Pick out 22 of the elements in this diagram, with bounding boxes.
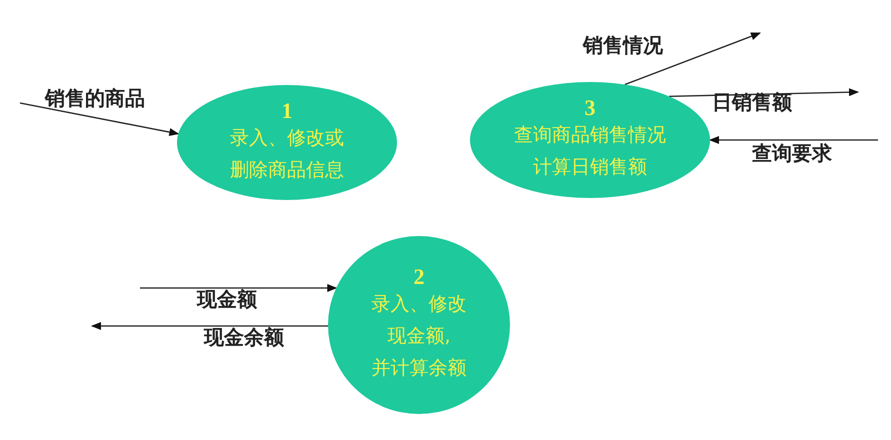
- process-label: 删除商品信息: [230, 158, 344, 182]
- edge-label: 查询要求: [752, 141, 832, 165]
- arrow: [140, 284, 338, 292]
- process-number: 3: [584, 97, 596, 119]
- edge-label: 销售的商品: [45, 86, 145, 110]
- edge-label: 销售情况: [583, 33, 663, 57]
- arrow: [91, 322, 328, 330]
- process-label: 计算日销售额: [533, 155, 647, 180]
- edge-label: 现金余额: [204, 325, 284, 349]
- arrow: [709, 136, 878, 144]
- process-label: 查询商品销售情况: [514, 123, 666, 148]
- arrow: [624, 32, 761, 86]
- process-label: 现金额,: [387, 324, 451, 349]
- process-label: 录入、修改或: [230, 126, 344, 150]
- edge-label: 日销售额: [712, 90, 792, 114]
- process-label: 录入、修改: [372, 292, 466, 317]
- arrow: [669, 88, 859, 98]
- edge-label: 现金额: [197, 287, 257, 311]
- process-number: 1: [282, 100, 292, 122]
- process-label: 并计算余额: [372, 356, 466, 381]
- process-number: 2: [414, 266, 424, 288]
- arrow: [20, 102, 180, 136]
